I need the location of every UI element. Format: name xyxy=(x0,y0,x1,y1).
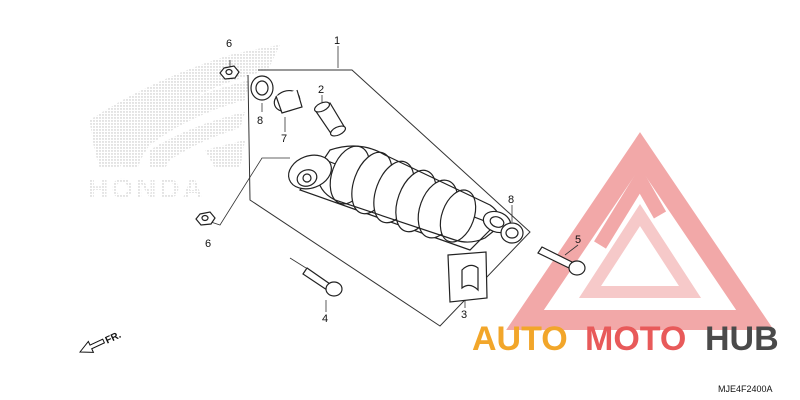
callout-8-top: 8 xyxy=(257,115,263,127)
callout-6-top: 6 xyxy=(226,38,232,50)
callout-3: 3 xyxy=(461,309,467,321)
automotohub-wordmark: AUTO MOTO HUB xyxy=(472,320,779,358)
callout-5: 5 xyxy=(575,234,581,246)
brand-moto: MOTO xyxy=(585,320,686,358)
dust-seal-bottom xyxy=(500,222,524,244)
lower-bolt xyxy=(302,267,343,297)
nut-top xyxy=(219,65,240,80)
automotohub-triangle-logo xyxy=(506,132,774,330)
callout-7: 7 xyxy=(281,133,287,145)
callout-labels: 1 2 3 4 5 6 6 7 8 8 xyxy=(205,35,581,325)
nut-lower xyxy=(195,211,216,226)
callout-6-bottom: 6 xyxy=(205,238,211,250)
leader-lines xyxy=(204,46,579,312)
front-direction-arrow: FR. xyxy=(78,330,123,353)
front-label: FR. xyxy=(104,330,123,347)
brand-auto: AUTO xyxy=(472,320,568,358)
bushing-insert xyxy=(447,251,488,303)
diagram-code: MJE4F2400A xyxy=(718,384,773,394)
honda-wing-logo: HONDA xyxy=(88,45,280,204)
callout-1: 1 xyxy=(334,35,340,47)
upper-bolt xyxy=(537,246,586,276)
honda-wordmark: HONDA xyxy=(88,173,206,204)
callout-4: 4 xyxy=(322,313,328,325)
rear-shock-absorber xyxy=(288,145,512,251)
dust-seal-top xyxy=(250,75,274,101)
spacer xyxy=(273,89,303,114)
brand-hub: HUB xyxy=(705,320,779,358)
callout-2: 2 xyxy=(318,84,324,96)
callout-8-bottom: 8 xyxy=(508,194,514,206)
collar xyxy=(313,101,347,137)
